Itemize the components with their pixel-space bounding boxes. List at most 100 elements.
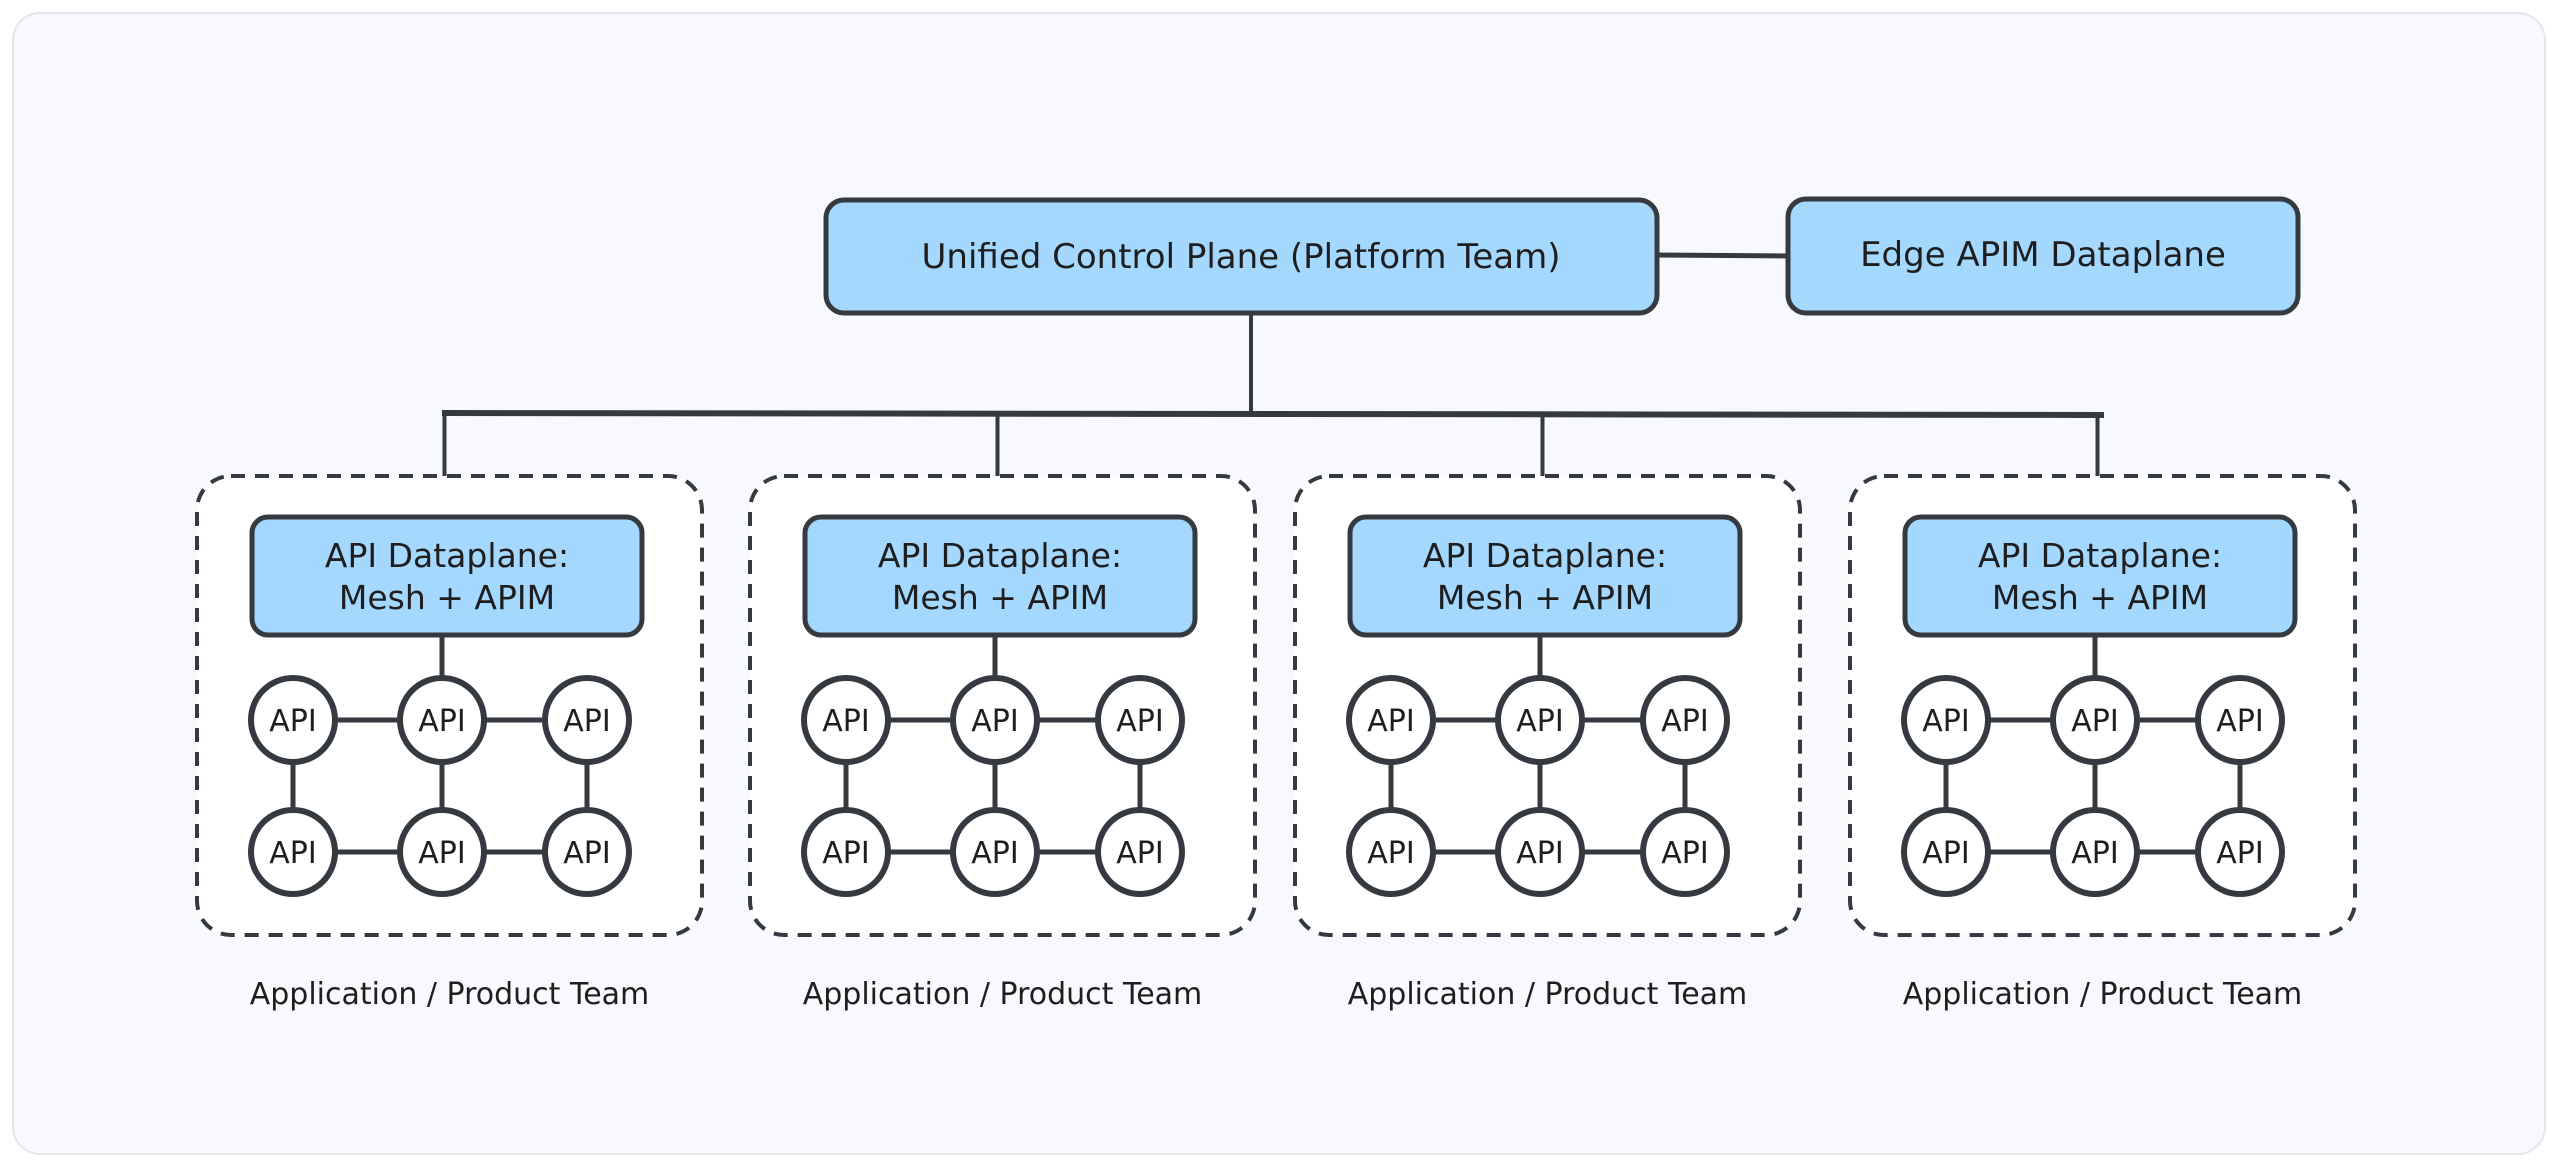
api-dataplane-label-line2: Mesh + APIM bbox=[892, 578, 1108, 617]
api-dataplane-label-line2: Mesh + APIM bbox=[339, 578, 555, 617]
connectors bbox=[441, 252, 2105, 476]
api-node[interactable]: API bbox=[2050, 675, 2140, 765]
api-dataplane-box bbox=[1347, 514, 1743, 638]
api-node-circle bbox=[1495, 675, 1585, 765]
api-node-label: API bbox=[822, 704, 869, 739]
api-node[interactable]: API bbox=[2195, 675, 2285, 765]
api-node[interactable]: API bbox=[950, 807, 1040, 897]
api-dataplane-label-line1: API Dataplane: bbox=[1978, 536, 2222, 575]
api-node-label: API bbox=[1367, 704, 1414, 739]
api-node-circle bbox=[1346, 675, 1436, 765]
connector-bus bbox=[441, 410, 2105, 418]
api-node-circle bbox=[2050, 675, 2140, 765]
api-node[interactable]: API bbox=[2195, 807, 2285, 897]
api-node-circle bbox=[248, 675, 338, 765]
api-dataplane-label-line1: API Dataplane: bbox=[878, 536, 1122, 575]
api-node[interactable]: API bbox=[248, 675, 338, 765]
api-node[interactable]: API bbox=[1901, 807, 1991, 897]
api-node-circle bbox=[1346, 807, 1436, 897]
api-node-label: API bbox=[1116, 704, 1163, 739]
api-node-label: API bbox=[269, 836, 316, 871]
api-node-label: API bbox=[1116, 836, 1163, 871]
api-node[interactable]: API bbox=[1346, 675, 1436, 765]
api-node-circle bbox=[2195, 807, 2285, 897]
team-group-caption: Application / Product Team bbox=[803, 977, 1203, 1012]
api-node-circle bbox=[248, 807, 338, 897]
api-node-circle bbox=[542, 675, 632, 765]
api-dataplane-node[interactable]: API Dataplane:Mesh + APIM bbox=[1347, 514, 1743, 638]
api-node-label: API bbox=[418, 704, 465, 739]
api-dataplane-node[interactable]: API Dataplane:Mesh + APIM bbox=[1902, 514, 2298, 638]
api-node-circle bbox=[801, 807, 891, 897]
team-group: API Dataplane:Mesh + APIM API API API API API… bbox=[1848, 474, 2357, 937]
api-dataplane-box bbox=[1902, 514, 2298, 638]
api-node-circle bbox=[397, 675, 487, 765]
api-node-label: API bbox=[2071, 704, 2118, 739]
api-node-label: API bbox=[1367, 836, 1414, 871]
api-node[interactable]: API bbox=[397, 675, 487, 765]
team-group: API Dataplane:Mesh + APIM API API API API API… bbox=[748, 474, 1257, 937]
api-node[interactable]: API bbox=[248, 807, 338, 897]
api-node[interactable]: API bbox=[801, 675, 891, 765]
api-node-label: API bbox=[563, 704, 610, 739]
api-node-circle bbox=[397, 807, 487, 897]
api-node-label: API bbox=[1661, 836, 1708, 871]
api-node-label: API bbox=[269, 704, 316, 739]
api-node-label: API bbox=[2216, 704, 2263, 739]
api-node-circle bbox=[1495, 807, 1585, 897]
connector-control-to-edge bbox=[1656, 252, 1789, 259]
control-plane-node[interactable]: Unified Control Plane (Platform Team) bbox=[823, 197, 1660, 316]
api-node-label: API bbox=[971, 704, 1018, 739]
edge-apim-node[interactable]: Edge APIM Dataplane bbox=[1785, 196, 2301, 316]
api-dataplane-label-line2: Mesh + APIM bbox=[1437, 578, 1653, 617]
api-node-label: API bbox=[563, 836, 610, 871]
api-node[interactable]: API bbox=[397, 807, 487, 897]
team-group-caption: Application / Product Team bbox=[1348, 977, 1748, 1012]
api-dataplane-label-line2: Mesh + APIM bbox=[1992, 578, 2208, 617]
api-node[interactable]: API bbox=[542, 807, 632, 897]
api-node[interactable]: API bbox=[2050, 807, 2140, 897]
api-node[interactable]: API bbox=[1495, 807, 1585, 897]
api-node[interactable]: API bbox=[950, 675, 1040, 765]
api-node-label: API bbox=[1661, 704, 1708, 739]
api-node-circle bbox=[542, 807, 632, 897]
api-node-circle bbox=[801, 675, 891, 765]
api-node-label: API bbox=[1516, 704, 1563, 739]
api-node[interactable]: API bbox=[1495, 675, 1585, 765]
api-node-label: API bbox=[2216, 836, 2263, 871]
api-node[interactable]: API bbox=[1095, 807, 1185, 897]
api-node-circle bbox=[2050, 807, 2140, 897]
api-node[interactable]: API bbox=[1640, 675, 1730, 765]
api-node-label: API bbox=[1922, 704, 1969, 739]
api-node[interactable]: API bbox=[1640, 807, 1730, 897]
api-node-circle bbox=[1640, 675, 1730, 765]
team-group: API Dataplane:Mesh + APIM API API API API API… bbox=[1293, 474, 1802, 937]
api-node[interactable]: API bbox=[801, 807, 891, 897]
api-node-circle bbox=[1901, 807, 1991, 897]
api-node[interactable]: API bbox=[542, 675, 632, 765]
api-node-circle bbox=[950, 675, 1040, 765]
api-node-label: API bbox=[1922, 836, 1969, 871]
api-dataplane-node[interactable]: API Dataplane:Mesh + APIM bbox=[802, 514, 1198, 638]
api-dataplane-label-line1: API Dataplane: bbox=[325, 536, 569, 575]
edge-apim-label: Edge APIM Dataplane bbox=[1860, 235, 2226, 275]
api-node-label: API bbox=[971, 836, 1018, 871]
api-dataplane-box bbox=[802, 514, 1198, 638]
edge-apim-box bbox=[1785, 196, 2301, 316]
api-node[interactable]: API bbox=[1346, 807, 1436, 897]
api-node[interactable]: API bbox=[1095, 675, 1185, 765]
control-plane-label: Unified Control Plane (Platform Team) bbox=[922, 237, 1561, 277]
api-node-circle bbox=[1901, 675, 1991, 765]
team-group-caption: Application / Product Team bbox=[250, 977, 650, 1012]
api-node-label: API bbox=[822, 836, 869, 871]
api-node-circle bbox=[1640, 807, 1730, 897]
api-node[interactable]: API bbox=[1901, 675, 1991, 765]
control-plane-box bbox=[823, 197, 1660, 316]
api-node-circle bbox=[1095, 675, 1185, 765]
api-dataplane-node[interactable]: API Dataplane:Mesh + APIM bbox=[249, 514, 645, 638]
api-node-circle bbox=[1095, 807, 1185, 897]
api-node-label: API bbox=[1516, 836, 1563, 871]
api-node-circle bbox=[950, 807, 1040, 897]
api-node-label: API bbox=[2071, 836, 2118, 871]
